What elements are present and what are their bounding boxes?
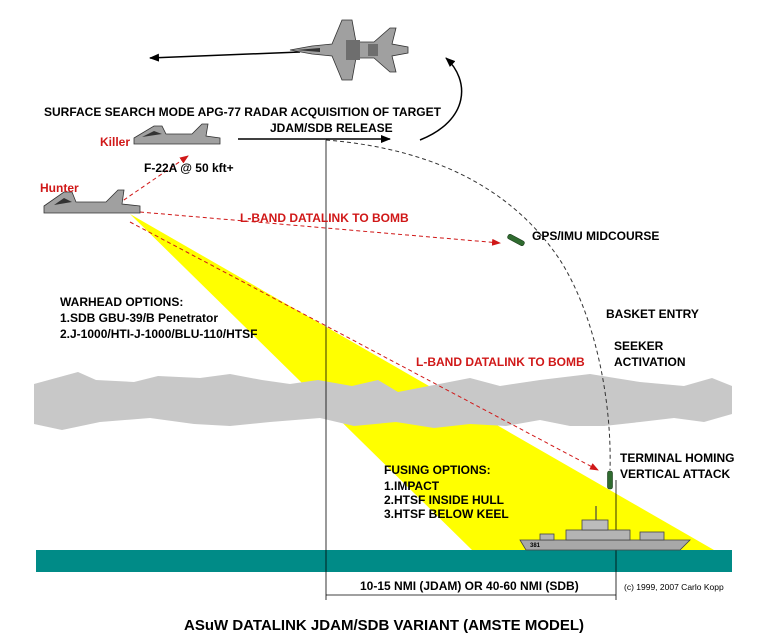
seeker-label-line1: SEEKER — [614, 339, 664, 353]
release-label: JDAM/SDB RELEASE — [270, 121, 393, 135]
killer-aircraft — [133, 123, 221, 145]
hunter-label: Hunter — [40, 181, 79, 195]
killer-altitude-label: F-22A @ 50 kft+ — [144, 161, 234, 175]
fusing-option-2: 2.HTSF INSIDE HULL — [384, 493, 504, 507]
killer-label: Killer — [100, 135, 130, 149]
datalink-midcourse-line — [139, 211, 501, 246]
terminal-label-line2: VERTICAL ATTACK — [620, 467, 731, 481]
fusing-option-3: 3.HTSF BELOW KEEL — [384, 507, 509, 521]
warhead-heading: WARHEAD OPTIONS: — [60, 295, 183, 309]
midcourse-label: GPS/IMU MIDCOURSE — [532, 229, 659, 243]
midcourse-bomb — [507, 233, 525, 247]
target-ship: 381 — [519, 506, 691, 551]
copyright-label: (c) 1999, 2007 Carlo Kopp — [624, 582, 724, 592]
basket-entry-label: BASKET ENTRY — [606, 307, 699, 321]
range-label: 10-15 NMI (JDAM) OR 40-60 NMI (SDB) — [360, 579, 579, 593]
egress-arrow — [149, 51, 301, 62]
datalink-label-2: L-BAND DATALINK TO BOMB — [416, 355, 585, 369]
diagram-title: ASuW DATALINK JDAM/SDB VARIANT (AMSTE MO… — [184, 617, 584, 634]
radar-mode-label: SURFACE SEARCH MODE APG-77 RADAR ACQUISI… — [44, 105, 442, 119]
hunter-killer-datalink — [117, 155, 189, 205]
fusing-option-1: 1.IMPACT — [384, 479, 440, 493]
datalink-terminal-line — [129, 221, 599, 471]
warhead-option-1: 1.SDB GBU-39/B Penetrator — [60, 311, 218, 325]
f22-egress-aircraft — [289, 19, 409, 81]
warhead-option-2: 2.J-1000/HTI-J-1000/BLU-110/HTSF — [60, 327, 257, 341]
ship-hull-number: 381 — [530, 543, 541, 549]
seeker-label-line2: ACTIVATION — [614, 355, 686, 369]
terminal-label-line1: TERMINAL HOMING — [620, 451, 734, 465]
sea-surface — [36, 550, 732, 572]
radar-beam — [130, 214, 714, 550]
datalink-label-1: L-BAND DATALINK TO BOMB — [240, 211, 409, 225]
terminal-bomb — [607, 470, 613, 490]
fusing-heading: FUSING OPTIONS: — [384, 463, 491, 477]
hunter-aircraft — [43, 189, 141, 214]
cloud-layer — [34, 372, 732, 430]
climb-turn-arrow — [419, 57, 463, 141]
